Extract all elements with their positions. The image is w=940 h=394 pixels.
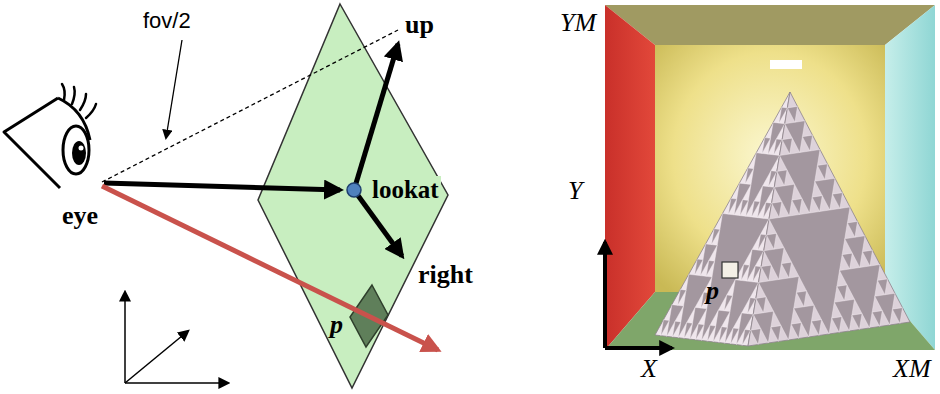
sierpinski-pyramid bbox=[655, 92, 910, 346]
axis-arrow bbox=[125, 382, 228, 384]
pyramid-facet bbox=[696, 324, 704, 340]
pyramid-facet bbox=[837, 285, 847, 301]
axis-label: YM bbox=[560, 10, 596, 36]
pyramid-facet bbox=[791, 323, 801, 339]
pyramid-facet bbox=[771, 326, 781, 342]
pyramid-facet bbox=[779, 107, 787, 123]
pyramid-facet bbox=[782, 138, 792, 154]
pyramid-facet bbox=[777, 170, 787, 186]
pixel-square bbox=[722, 262, 738, 278]
pyramid-facet bbox=[711, 229, 719, 245]
pyramid-facet bbox=[772, 202, 782, 218]
pyramid-facet bbox=[695, 259, 703, 275]
pyramid-facet bbox=[761, 265, 771, 281]
pyramid-facet bbox=[742, 329, 750, 345]
pyramid-facet bbox=[678, 289, 686, 305]
pyramid-facet bbox=[792, 199, 802, 215]
pyramid-facet bbox=[751, 329, 761, 345]
pyramid-facet bbox=[812, 196, 822, 212]
vector-label: up bbox=[405, 12, 434, 38]
pyramid-face bbox=[748, 92, 910, 346]
pyramid-facet bbox=[832, 193, 842, 209]
pupil bbox=[72, 141, 86, 165]
pyramid-facet bbox=[774, 139, 782, 155]
pyramid-facet bbox=[768, 171, 776, 187]
axis-arrow bbox=[605, 346, 672, 350]
eyelashes bbox=[62, 84, 96, 118]
image-plane bbox=[258, 4, 448, 388]
axis-arrow bbox=[603, 242, 607, 348]
axis-arrow bbox=[124, 292, 126, 383]
pyramid-facet bbox=[707, 325, 715, 341]
pyramid-facet bbox=[842, 253, 852, 269]
pyramid-facet bbox=[684, 323, 692, 339]
pyramid-facet bbox=[728, 198, 736, 214]
pyramid-facet bbox=[719, 327, 727, 343]
pyramid-facet bbox=[872, 311, 882, 327]
pyramid-facet bbox=[832, 317, 842, 333]
view-vector bbox=[104, 183, 340, 190]
fov-pointer bbox=[166, 40, 182, 138]
pixel-label: p bbox=[330, 312, 343, 338]
axis-label: Y bbox=[568, 178, 582, 204]
axis-label: XM bbox=[893, 356, 931, 382]
pyramid-facet bbox=[763, 202, 771, 218]
pyramid-facet bbox=[745, 168, 753, 184]
pyramid-facet bbox=[740, 200, 748, 216]
pyramid-facet bbox=[862, 250, 872, 266]
primary-ray bbox=[102, 186, 438, 350]
pyramid-facet bbox=[747, 298, 755, 314]
lookat-point bbox=[347, 183, 361, 197]
pupil-highlight bbox=[79, 146, 84, 151]
pyramid-facet bbox=[724, 295, 732, 311]
pyramid-facet bbox=[817, 164, 827, 180]
axis-arrow bbox=[125, 331, 188, 383]
pyramid-facet bbox=[892, 308, 902, 324]
axis-label: X bbox=[641, 356, 657, 382]
pyramid-facet bbox=[796, 291, 806, 307]
pyramid-facet bbox=[706, 260, 714, 276]
pyramid-facet bbox=[672, 321, 680, 337]
angle-label: fov/2 bbox=[143, 10, 191, 32]
ceiling-light bbox=[770, 60, 802, 69]
pyramid-facet bbox=[802, 135, 812, 151]
pyramid-facet bbox=[787, 106, 797, 122]
back-wall bbox=[655, 45, 885, 292]
pyramid-facet bbox=[781, 262, 791, 278]
pixel-label: p bbox=[706, 278, 719, 304]
pyramid-facet bbox=[756, 297, 766, 313]
eyeball bbox=[63, 126, 89, 174]
eye-outline bbox=[4, 98, 60, 188]
vector-label: right bbox=[418, 262, 473, 288]
pyramid-facet bbox=[811, 320, 821, 336]
pyramid-facet bbox=[762, 138, 770, 154]
up-vector bbox=[354, 44, 398, 190]
vector-label: lookat bbox=[370, 176, 441, 203]
left-wall bbox=[605, 5, 655, 350]
pyramid-facet bbox=[877, 279, 887, 295]
pyramid-facet bbox=[758, 234, 766, 250]
pyramid-facet bbox=[731, 328, 739, 344]
pyramid-facet bbox=[852, 314, 862, 330]
pyramid-facet bbox=[753, 266, 761, 282]
pyramid-facet bbox=[752, 201, 760, 217]
pyramid-facet bbox=[766, 233, 776, 249]
fov-edge bbox=[102, 30, 398, 182]
eye-label: eye bbox=[62, 203, 98, 229]
ceiling bbox=[605, 5, 935, 45]
pyramid-facet bbox=[847, 221, 857, 237]
pyramid-facet bbox=[741, 265, 749, 281]
pyramid-facet bbox=[661, 320, 669, 336]
